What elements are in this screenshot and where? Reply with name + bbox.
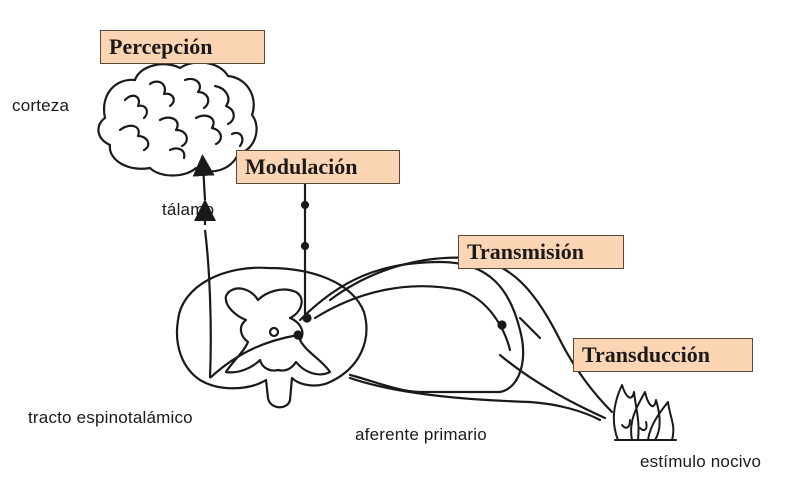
spinothalamic-tract-label: tracto espinotalámico xyxy=(28,408,193,428)
transduction-label: Transducción xyxy=(582,342,710,367)
noxious-stimulus-label: estímulo nocivo xyxy=(640,452,761,472)
primary-afferent-label: aferente primario xyxy=(355,425,487,445)
cortex-label: corteza xyxy=(12,96,69,116)
brain-drawing xyxy=(98,62,256,175)
afferent-pathway xyxy=(295,258,613,420)
noxious-stimulus-flame xyxy=(614,385,676,440)
transduction-box: Transducción xyxy=(573,338,753,372)
perception-box: Percepción xyxy=(100,30,265,64)
modulation-box: Modulación xyxy=(236,150,400,184)
thalamus-label: tálamo xyxy=(162,200,214,220)
ascending-tract xyxy=(203,165,298,378)
perception-label: Percepción xyxy=(109,34,212,59)
modulation-label: Modulación xyxy=(245,154,357,179)
transmission-box: Transmisión xyxy=(458,235,624,269)
transmission-label: Transmisión xyxy=(467,239,584,264)
descending-modulation-line xyxy=(302,182,308,318)
